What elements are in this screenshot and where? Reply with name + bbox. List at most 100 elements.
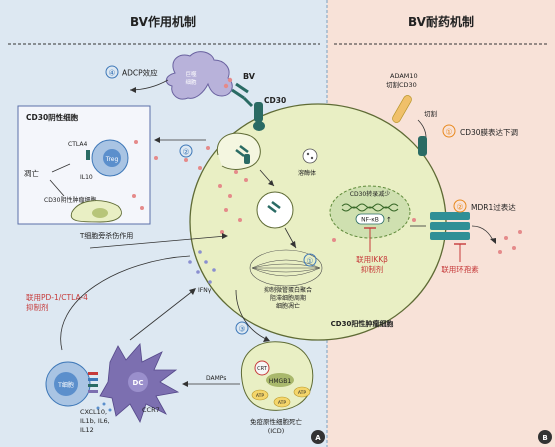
efflux-arrowhead (490, 238, 496, 244)
cd30-label: CD30 (264, 96, 286, 105)
panel-a-badge (311, 430, 325, 444)
apoptosis-arrow-1 (51, 163, 71, 173)
t-cell-label: T细胞 (57, 381, 74, 389)
payload-fragments (267, 201, 281, 213)
tcell-activation-arrow (60, 255, 191, 351)
atp-marker-2 (293, 386, 311, 398)
step1-circle (303, 253, 317, 267)
step2-circle (179, 144, 193, 158)
bv-label: BV (243, 72, 256, 81)
panel-a-title: BV作用机制 (130, 14, 196, 29)
step1-num: ① (306, 257, 313, 266)
mdr1-pump (430, 212, 470, 240)
ifn-dots (188, 250, 216, 284)
panel-b-badge (538, 430, 552, 444)
panel-a-corner-label: A (315, 434, 321, 442)
panel-b-title: BV耐药机制 (408, 14, 474, 29)
ikk-line2: 抑制剂 (361, 264, 384, 274)
mitotic-spindle (249, 249, 323, 287)
icd-line2: (ICD) (268, 427, 285, 435)
efflux-dots (412, 218, 522, 254)
cd30neg-tumor-nucleus (92, 208, 108, 218)
step2-arrowhead (154, 137, 160, 143)
hmgb1-label: HMGB1 (269, 378, 291, 385)
il10-label: IL10 (80, 174, 93, 181)
cytokines-line1: CXCL10, (80, 408, 107, 416)
atp-label-2: ATP (298, 390, 306, 396)
mech1-circle (442, 124, 456, 138)
damps-label: DAMPs (206, 375, 226, 382)
dna-strand-1 (341, 203, 399, 209)
cd30-receptor-top (254, 102, 263, 122)
mech2-num: ② (456, 203, 463, 212)
crt-label: CRT (257, 366, 268, 372)
step4-num: ④ (108, 69, 115, 78)
bystander-arrow (89, 235, 227, 249)
cytokines-line3: IL12 (80, 426, 94, 434)
ccr7-label: CCR7 (142, 406, 160, 414)
macrophage-cell (165, 51, 233, 100)
mech2-circle (453, 199, 467, 213)
dc-label: DC (133, 379, 144, 387)
cd30-receptor-base (253, 121, 265, 131)
adam10-line2: 切割CD30 (386, 80, 417, 89)
nfkb-label: NF-κB (361, 217, 379, 224)
cyclo-label: 联用环孢素 (441, 264, 479, 274)
apoptosis-label: 凋亡 (24, 168, 39, 178)
mech1-num: ① (445, 128, 452, 137)
internalization-arrowhead (268, 180, 274, 186)
step1-line1: 抑制微管蛋白聚合 (264, 286, 312, 294)
apoptosis-arrow-2 (49, 179, 65, 197)
bystander-arrowhead (222, 233, 228, 239)
step4-circle (105, 65, 119, 79)
adam10-enzyme (392, 95, 412, 123)
nfkb-box (355, 213, 385, 225)
lysosome-icon (302, 148, 318, 164)
step3-num: ③ (238, 325, 245, 334)
panel-b-corner-label: B (542, 434, 547, 442)
tumor-cell-label: CD30阳性肿瘤细胞 (331, 319, 394, 328)
mech1-label: CD30膜表达下调 (460, 127, 518, 137)
cleave-label: 切割 (424, 109, 438, 118)
mech2-label: MDR1过表达 (471, 202, 516, 212)
macrophage-label-1: 巨噬 (185, 70, 197, 78)
cd30neg-tumor-label: CD30阴性肿瘤细胞 (44, 196, 96, 204)
step1-line2: 阻滞细胞周期 (270, 294, 306, 302)
adam10-line1: ADAM10 (390, 72, 418, 80)
nfkb-up-arrow-icon: ↑ (386, 216, 392, 224)
bv-antibody-top (223, 77, 254, 108)
nucleus-line1: CD30转录减少 (350, 190, 390, 198)
macrophage-label-2: 细胞 (185, 78, 197, 86)
combo-pd1-line2: 抑制剂 (26, 302, 49, 312)
atp-marker-3 (273, 396, 291, 408)
ifn-arrowhead (189, 288, 196, 295)
lysosome-label: 溶酶体 (298, 169, 316, 177)
step2-num: ② (182, 148, 189, 157)
adcp-label: ADCP效应 (122, 68, 158, 78)
atp-marker-1 (251, 389, 269, 401)
hmgb1-marker (266, 373, 294, 387)
dna-strand-2 (341, 206, 399, 212)
treg-label: Treg (105, 156, 119, 163)
cytokines-line2: IL1b, IL6, (80, 417, 110, 425)
ctla4-receptor (86, 150, 90, 160)
combo-pd1-line1: 联用PD-1/CTLA-4 (26, 293, 88, 302)
dc-nucleus (128, 372, 148, 392)
internalized-bv (235, 145, 250, 164)
treg-nucleus (103, 149, 121, 167)
adcp-arrowhead (130, 87, 136, 93)
step3-arrow (235, 289, 269, 341)
icd-line1: 免疫原性细胞死亡 (250, 417, 303, 426)
atp-label-3: ATP (278, 400, 286, 406)
tcell-dc-synapse (88, 372, 98, 393)
cd30neg-box-title: CD30阴性细胞 (26, 112, 79, 122)
t-cell-bystander-label: T细胞旁杀伤作用 (79, 231, 133, 240)
ctla4-label: CTLA4 (68, 141, 87, 148)
cd30-receptor-right (418, 136, 427, 156)
t-cell-nucleus (54, 372, 78, 396)
damps-arrowhead (182, 381, 188, 387)
ikk-line1: 联用IKKβ (356, 255, 388, 264)
cytokine-dots (96, 402, 112, 412)
